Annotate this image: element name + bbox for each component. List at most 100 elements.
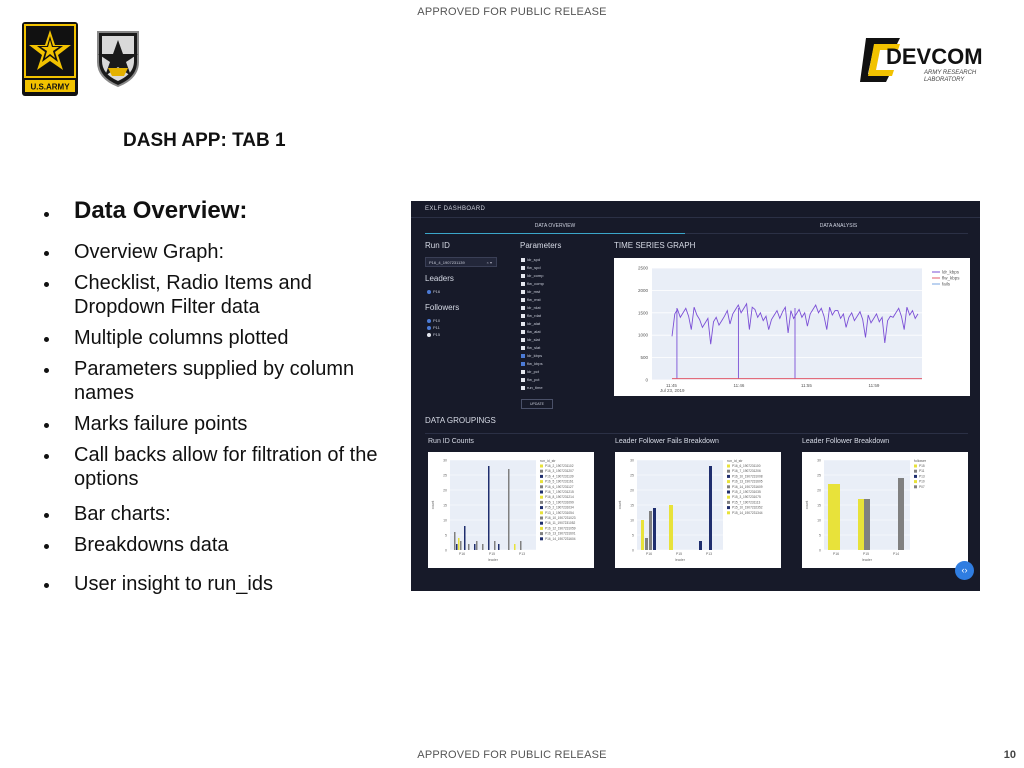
y-tick-label: 10 <box>817 519 821 523</box>
parameter-checkbox-item[interactable]: flw_alat <box>521 329 541 335</box>
tab-data-analysis[interactable]: DATA ANALYSIS <box>819 223 858 229</box>
x-axis-label: leader <box>675 558 686 562</box>
parameter-checkbox-item[interactable]: ldr_mst <box>521 289 540 295</box>
legend-swatch <box>540 495 543 499</box>
update-button[interactable]: UPDATE <box>521 399 553 409</box>
x-axis-label: leader <box>862 558 873 562</box>
follower-radio-label: P15 <box>433 332 441 337</box>
checkbox-icon <box>521 377 525 382</box>
legend-swatch <box>727 485 730 489</box>
public-release-marking-top: APPROVED FOR PUBLIC RELEASE <box>417 6 607 18</box>
follower-radio-item[interactable]: P11 <box>427 325 440 330</box>
parameter-checkbox-item[interactable]: ldr_slat <box>521 337 540 343</box>
legend-swatch <box>540 537 543 541</box>
y-tick-label: 15 <box>443 504 447 508</box>
legend-entry: P16_14_1907231609 <box>732 485 763 489</box>
legend-swatch <box>540 511 543 515</box>
groupings-divider <box>425 433 968 434</box>
parameter-checkbox-item[interactable]: flw_spd <box>521 265 541 271</box>
x-tick-label: P13 <box>706 552 712 556</box>
x-tick-label: P15 <box>489 552 495 556</box>
y-tick-label: 25 <box>817 474 821 478</box>
y-tick-label: 15 <box>817 504 821 508</box>
parameter-checkbox-label: flw_alat <box>527 329 541 334</box>
parameter-checkbox-item[interactable]: flw_rdat <box>521 313 541 319</box>
bullet-text: Parameters supplied by column names <box>74 358 355 404</box>
leader-radio-label: P16 <box>433 289 441 294</box>
bar <box>456 544 458 550</box>
y-tick-label: 1500 <box>638 310 649 315</box>
active-tab-indicator <box>425 233 685 234</box>
legend-swatch <box>540 490 543 494</box>
x-tick-label: P14 <box>893 552 899 556</box>
legend-entry: P16_7_1907231206 <box>732 469 761 473</box>
legend-entry: P16_12_1907231059 <box>545 526 576 530</box>
legend-entry: flw_kbps <box>942 276 960 281</box>
legend-entry: P16_2_1907231102 <box>545 464 574 468</box>
legend-entry: P15_1_1907231099 <box>545 500 574 504</box>
checkbox-icon <box>521 281 525 286</box>
bar <box>508 469 510 550</box>
leader-radio-item[interactable]: P16 <box>427 289 440 294</box>
follower-radio-item[interactable]: P10 <box>427 318 440 323</box>
tab-data-overview[interactable]: DATA OVERVIEW <box>534 223 576 229</box>
parameter-checkbox-item[interactable]: flw_slat <box>521 345 540 351</box>
parameter-checkbox-item[interactable]: ldr_comp <box>521 273 543 279</box>
radio-icon <box>427 318 431 323</box>
us-army-logo: U.S.ARMY <box>22 22 78 96</box>
parameter-checkbox-item[interactable]: run_time <box>521 385 543 391</box>
legend-swatch <box>540 521 543 525</box>
parameter-checkbox-item[interactable]: flw_comp <box>521 281 544 287</box>
x-tick-label: P16 <box>459 552 465 556</box>
checkbox-icon <box>521 265 525 270</box>
follower-radio-label: P11 <box>433 325 440 330</box>
parameter-checkbox-label: ldr_comp <box>527 273 544 278</box>
parameter-checkbox-item[interactable]: ldr_pct <box>521 369 539 375</box>
parameter-checkbox-item[interactable]: ldr_alat <box>521 321 540 327</box>
legend-entry: P16_13_1907231605 <box>732 480 763 484</box>
legend-swatch <box>727 511 730 515</box>
run-id-dropdown[interactable]: P16_4_1907231139 × ▾ <box>425 257 497 267</box>
legend-swatch <box>540 516 543 520</box>
parameter-checkbox-item[interactable]: flw_kbps <box>521 361 543 367</box>
public-release-marking-bottom: APPROVED FOR PUBLIC RELEASE <box>417 749 607 761</box>
bullet-text: Multiple columns plotted <box>74 327 289 349</box>
parameter-checkbox-item[interactable]: flw_pct <box>521 377 539 383</box>
followers-label: Followers <box>425 303 460 312</box>
page-nav-arrows-icon[interactable]: ‹› <box>955 561 974 580</box>
bullet-dot-icon <box>44 544 49 549</box>
parameter-checkbox-item[interactable]: ldr_rdat <box>521 305 541 311</box>
x-tick-label: 11:46 <box>734 383 745 388</box>
bar <box>864 499 870 550</box>
devcom-arl-logo: DEVCOM ARMY RESEARCH LABORATORY <box>860 38 983 83</box>
legend-swatch <box>727 495 730 499</box>
parameter-checkbox-label: ldr_rdat <box>527 305 541 310</box>
bullet-text: Bar charts: <box>74 503 171 525</box>
y-tick-label: 20 <box>443 489 447 493</box>
y-tick-label: 30 <box>443 459 447 463</box>
parameter-checkbox-item[interactable]: ldr_spd <box>521 257 540 263</box>
run-id-selected-value: P16_4_1907231139 <box>429 260 465 265</box>
y-tick-label: 0 <box>445 549 447 553</box>
legend-swatch <box>727 469 730 473</box>
x-tick-label: P15 <box>863 552 869 556</box>
legend-swatch <box>540 506 543 510</box>
dashboard-title: EXLF DASHBOARD <box>425 206 486 212</box>
y-tick-label: 500 <box>640 355 648 360</box>
parameter-checkbox-item[interactable]: ldr_kbps <box>521 353 542 359</box>
parameter-checkbox-label: ldr_mst <box>527 289 541 294</box>
x-tick-label: P16 <box>646 552 652 556</box>
y-tick-label: 15 <box>630 504 634 508</box>
parameter-checkbox-item[interactable]: flw_mst <box>521 297 541 303</box>
checkbox-icon <box>521 305 525 310</box>
dropdown-clear-and-chevron-icon[interactable]: × ▾ <box>486 260 492 265</box>
legend-entry: P15_3_1907231075 <box>732 495 761 499</box>
army-wordmark: U.S.ARMY <box>30 83 70 92</box>
bar <box>653 508 656 550</box>
follower-radio-item[interactable]: P15 <box>427 332 440 337</box>
bar <box>454 532 456 550</box>
bar <box>488 466 490 550</box>
